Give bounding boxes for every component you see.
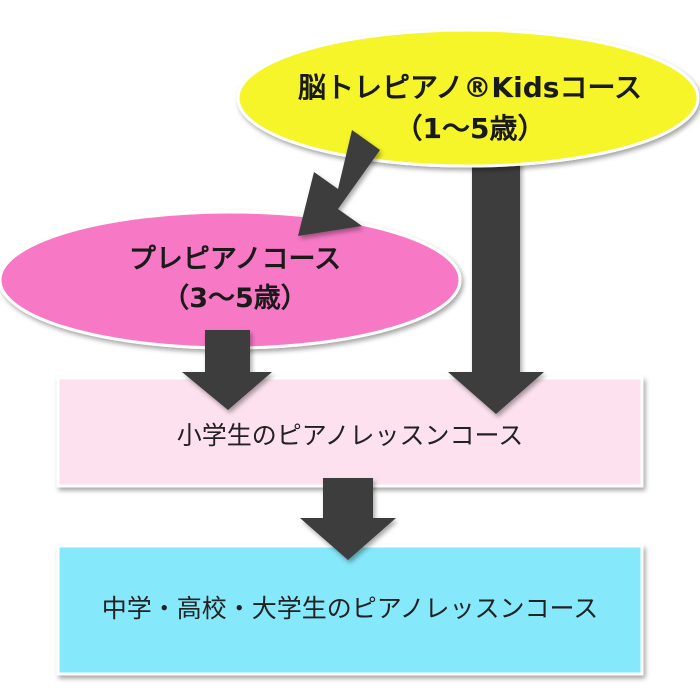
arrow-kids-to-elementary [448,150,544,414]
kids-course-label: 脳トレピアノ®Kidsコース （1〜5歳） [270,68,670,149]
elementary-course-title: 小学生のピアノレッスンコース [176,421,524,450]
elementary-course-box [56,376,644,488]
secondary-course-label: 中学・高校・大学生のピアノレッスンコース [60,591,640,627]
kids-course-title: 脳トレピアノ®Kidsコース [297,71,643,104]
arrow-kids-to-pre-piano [298,130,380,236]
kids-course-age: （1〜5歳） [394,111,546,145]
pre-piano-course-age: （3〜5歳） [162,283,308,315]
pre-piano-course-label: プレピアノコース （3〜5歳） [55,240,415,318]
secondary-course-title: 中学・高校・大学生のピアノレッスンコース [101,594,599,623]
arrow-pre-piano-to-elementary [182,330,272,410]
pre-piano-course-title: プレピアノコース [128,244,342,275]
secondary-course-box [56,544,644,676]
elementary-course-label: 小学生のピアノレッスンコース [60,418,640,454]
arrow-elementary-to-secondary [300,478,396,560]
